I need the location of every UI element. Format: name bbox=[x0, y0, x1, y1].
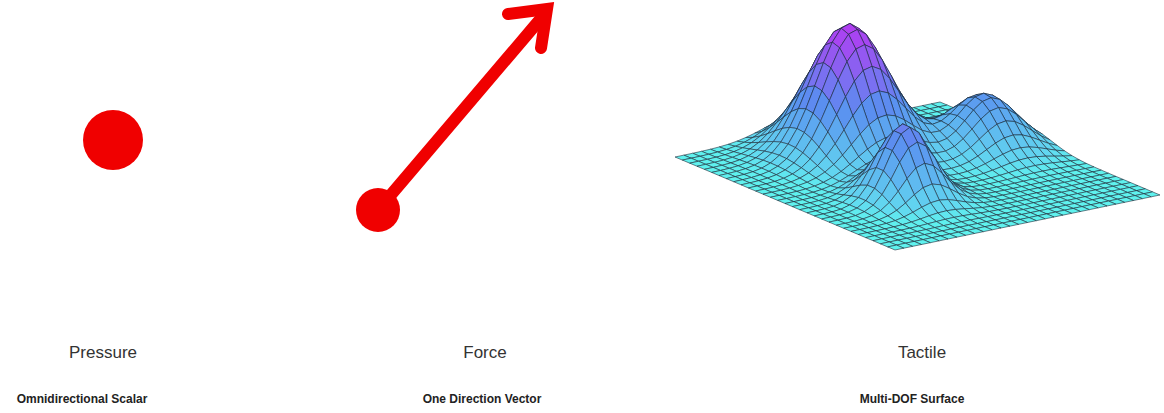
type-label: Force bbox=[463, 343, 506, 363]
tactile-surface bbox=[675, 23, 1160, 250]
type-description: Omnidirectional Scalar bbox=[17, 392, 148, 406]
type-label: Pressure bbox=[69, 343, 137, 363]
pressure-dot bbox=[83, 110, 143, 170]
type-description: Multi-DOF Surface bbox=[860, 392, 965, 406]
type-description: One Direction Vector bbox=[423, 392, 542, 406]
type-label: Tactile bbox=[898, 343, 946, 363]
force-arrow bbox=[356, 9, 547, 232]
